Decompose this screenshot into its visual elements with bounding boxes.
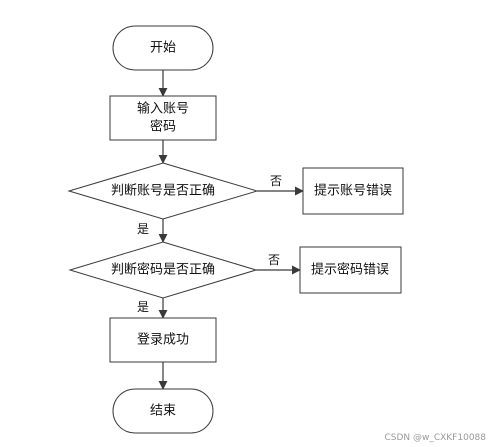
edge-password-no-label: 否 [268,253,280,267]
input-credentials-node: 输入账号 密码 [109,95,217,141]
login-success-label: 登录成功 [137,333,189,348]
account-error-node: 提示账号错误 [302,167,404,215]
start-node: 开始 [112,25,214,71]
edge-password-yes-label: 是 [137,300,149,314]
edge-account-no-label: 否 [270,174,282,188]
login-success-node: 登录成功 [109,317,217,363]
check-account-label: 判断账号是否正确 [111,184,215,199]
account-error-label: 提示账号错误 [314,183,392,199]
end-node: 结束 [112,388,214,434]
password-error-label: 提示密码错误 [311,262,389,278]
check-account-decision: 判断账号是否正确 [67,162,259,220]
watermark-text: CSDN @w_CXKF10088 [384,433,486,443]
check-password-decision: 判断密码是否正确 [68,241,258,299]
check-password-label: 判断密码是否正确 [111,262,215,278]
password-error-node: 提示密码错误 [299,246,402,294]
end-label: 结束 [150,404,176,419]
input-label-line1: 输入账号 [137,101,189,117]
input-label-line2: 密码 [150,119,176,135]
edge-account-yes-label: 是 [137,222,149,236]
start-label: 开始 [150,41,176,56]
